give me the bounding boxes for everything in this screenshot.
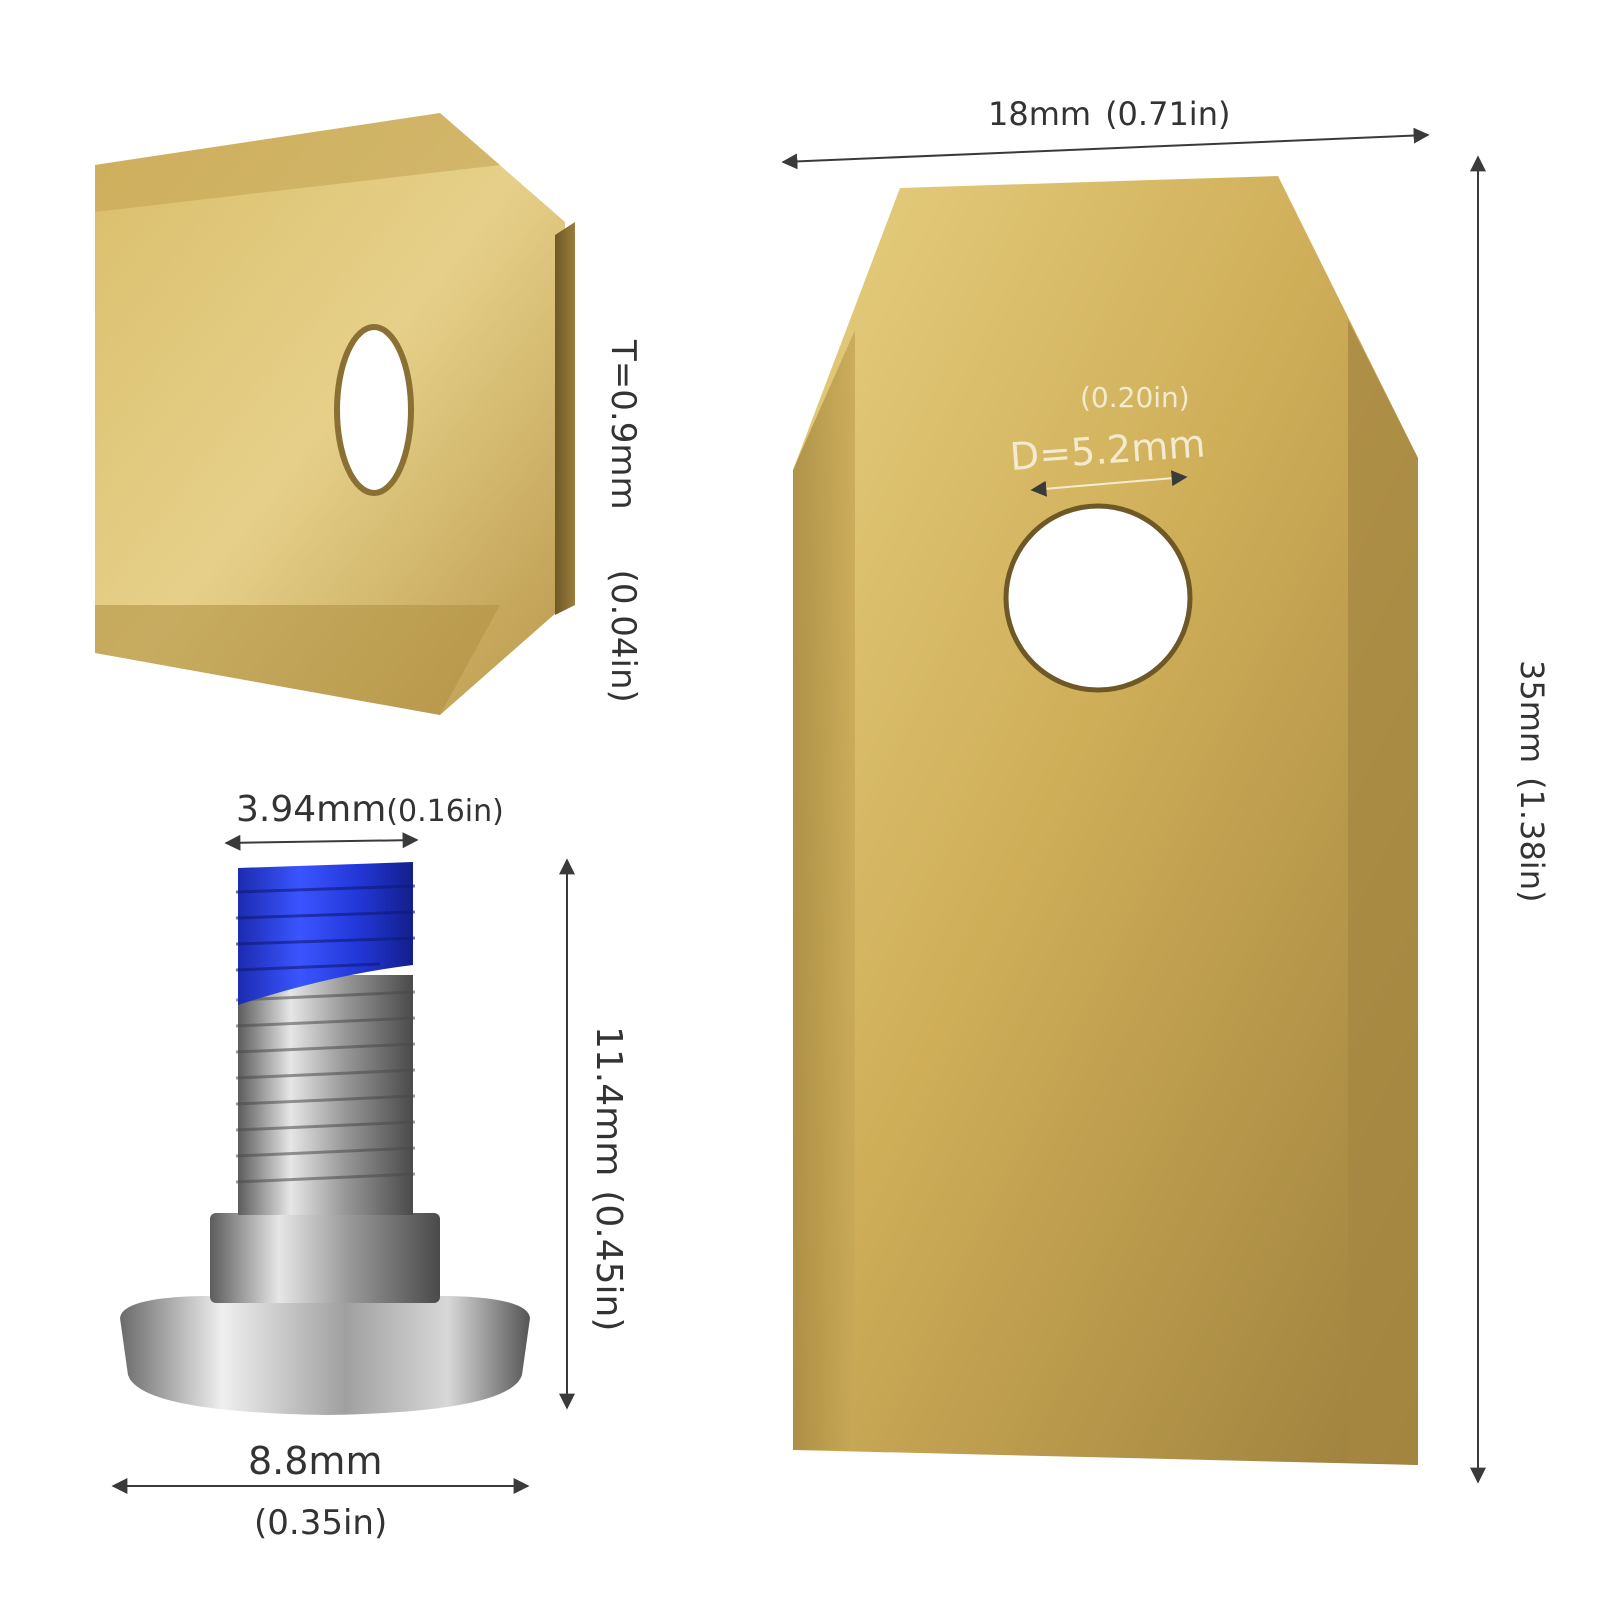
large-blade-height-mm: 35mm bbox=[1513, 660, 1551, 764]
large-blade-width-line bbox=[781, 127, 1430, 170]
small-blade-thickness-mm: T=0.9mm bbox=[603, 340, 643, 510]
dimension-lines bbox=[111, 127, 1486, 1494]
small-blade-top-bevel bbox=[95, 113, 500, 212]
screw-head-diameter-mm-label: 8.8mm bbox=[248, 1439, 383, 1483]
large-blade-height-label: 35mm (1.38in) bbox=[1513, 660, 1551, 903]
screw-length-label: 11.4mm (0.45in) bbox=[588, 1026, 629, 1332]
large-blade-left-bevel bbox=[793, 330, 855, 1450]
small-blade-bottom-bevel bbox=[95, 605, 500, 715]
screw-collar bbox=[210, 1213, 440, 1303]
screw-length-in: (0.45in) bbox=[588, 1190, 629, 1332]
screw-thread-diameter-label: 3.94mm(0.16in) bbox=[236, 792, 504, 828]
large-blade-face bbox=[793, 176, 1418, 1465]
screw-thread-diameter-mm: 3.94mm bbox=[236, 789, 387, 830]
hole-diameter-in-label: (0.20in) bbox=[1080, 381, 1190, 414]
small-blade-face bbox=[95, 113, 565, 715]
screw-blue-ridges bbox=[235, 884, 416, 972]
large-blade-width-label: 18mm (0.71in) bbox=[988, 98, 1230, 130]
small-blade-hole bbox=[334, 324, 414, 496]
large-blade bbox=[793, 176, 1418, 1465]
screw-length-mm: 11.4mm bbox=[588, 1026, 629, 1177]
large-blade-width-mm: 18mm bbox=[988, 95, 1092, 133]
large-blade-width-in: (0.71in) bbox=[1105, 95, 1231, 133]
screw-thread-diameter-line bbox=[224, 832, 419, 851]
screw bbox=[120, 862, 530, 1415]
hole-diameter-arrow bbox=[1030, 470, 1188, 497]
screw-head bbox=[120, 1296, 530, 1415]
small-blade bbox=[95, 113, 575, 715]
large-blade-hole bbox=[1003, 503, 1193, 693]
small-blade-edge bbox=[555, 222, 575, 615]
large-blade-height-in: (1.38in) bbox=[1513, 777, 1551, 903]
small-blade-thickness-label: T=0.9mm (0.04in) bbox=[603, 340, 643, 703]
screw-head-diameter-in-label: (0.35in) bbox=[254, 1503, 388, 1543]
small-blade-thickness-in: (0.04in) bbox=[603, 569, 643, 703]
screw-thread-diameter-in: (0.16in) bbox=[386, 794, 504, 829]
screw-thread-ridges bbox=[235, 990, 416, 1184]
large-blade-right-bevel bbox=[1348, 320, 1418, 1465]
